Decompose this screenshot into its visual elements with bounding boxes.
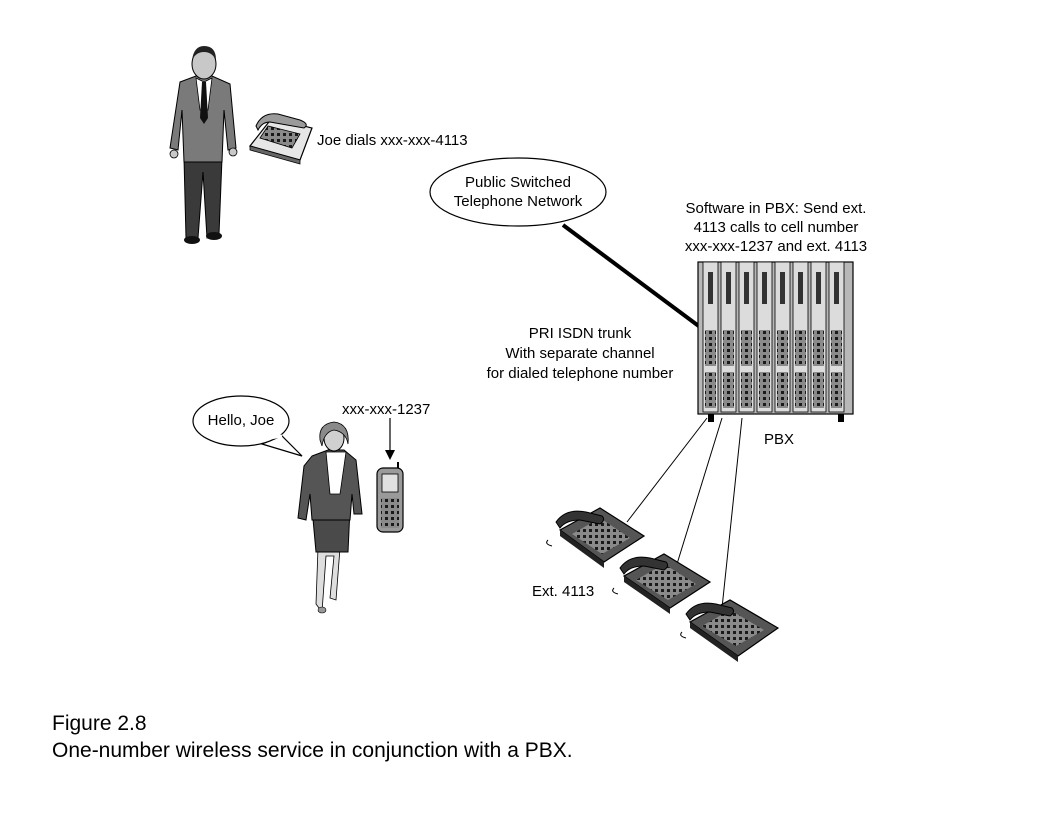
trunk-label-line1: PRI ISDN trunk	[528, 325, 632, 342]
pbx-cards	[702, 261, 845, 413]
hello-label: Hello, Joe	[207, 412, 275, 429]
extension-phone-2	[612, 553, 712, 614]
joe-dials-label: Joe dials xxx-xxx-4113	[317, 132, 468, 149]
software-label-line3: xxx-xxx-1237 and ext. 4113	[684, 238, 868, 255]
figure-caption: One-number wireless service in conjuncti…	[52, 739, 573, 762]
cell-number-label: xxx-xxx-1237	[342, 401, 431, 418]
software-label-line1: Software in PBX: Send ext.	[685, 200, 867, 217]
extension-label: Ext. 4113	[532, 583, 595, 600]
woman-figure	[297, 421, 363, 614]
pbx-cabinet	[697, 261, 854, 422]
cell-phone	[376, 462, 404, 533]
cell-number-arrow	[385, 418, 395, 460]
software-label-line2: 4113 calls to cell number	[693, 219, 859, 236]
extension-phone-3	[680, 599, 780, 662]
pstn-label-line1: Public Switched	[465, 174, 571, 191]
speech-bubble	[192, 395, 303, 457]
pstn-pbx-link	[561, 223, 702, 329]
joe-desk-phone	[248, 113, 313, 165]
extension-phone-1	[546, 507, 646, 568]
man-figure	[169, 46, 238, 244]
trunk-label-line3: for dialed telephone number	[486, 365, 674, 382]
trunk-label-line2: With separate channel	[505, 345, 655, 362]
pstn-cloud	[429, 157, 607, 227]
extension-lines	[626, 417, 743, 609]
pstn-label-line2: Telephone Network	[453, 193, 583, 210]
figure-number: Figure 2.8	[52, 712, 147, 735]
pbx-label: PBX	[764, 431, 795, 448]
